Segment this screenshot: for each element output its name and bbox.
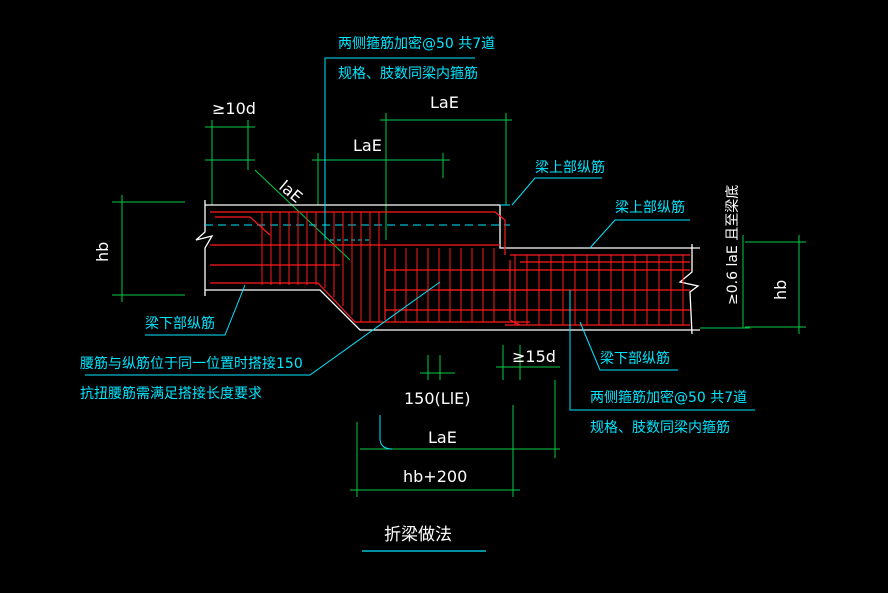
dim-lae-mid: LaE xyxy=(353,136,382,155)
dim-lap-150: 150(LlE) xyxy=(404,389,471,408)
note-stirrup-top-2: 规格、肢数同梁内箍筋 xyxy=(338,65,478,82)
beam-outline xyxy=(195,200,700,335)
dim-hb-left: hb xyxy=(93,242,112,262)
note-waist-bar-1: 腰筋与纵筋位于同一位置时搭接150 xyxy=(80,355,303,372)
dim-fifteen-d: ≥15d xyxy=(512,347,556,366)
note-stirrup-bottom-2: 规格、肢数同梁内箍筋 xyxy=(590,419,730,436)
dim-hb-200: hb+200 xyxy=(403,467,467,486)
note-side-0-6lae: ≥0.6 laE 且至梁底 xyxy=(725,185,741,305)
stirrups xyxy=(261,212,684,325)
leader-lines xyxy=(85,57,755,411)
note-beam-top-bar-2: 梁上部纵筋 xyxy=(615,199,685,216)
dim-lae-diag: laE xyxy=(275,177,306,207)
dim-hb-right: hb xyxy=(771,280,790,300)
dim-lae-top: LaE xyxy=(430,93,459,112)
center-lines xyxy=(205,204,510,241)
note-stirrup-top-1: 两侧箍筋加密@50 共7道 xyxy=(338,35,495,52)
diagram-title: 折梁做法 xyxy=(384,525,452,545)
dimension-lines xyxy=(112,113,806,497)
dim-ten-d: ≥10d xyxy=(212,99,256,118)
note-beam-bottom-bar-1: 梁下部纵筋 xyxy=(145,315,215,332)
note-beam-top-bar-1: 梁上部纵筋 xyxy=(535,159,605,176)
note-beam-bottom-bar-2: 梁下部纵筋 xyxy=(600,350,670,367)
note-waist-bar-2: 抗扭腰筋需满足搭接长度要求 xyxy=(80,385,262,402)
note-stirrup-bottom-1: 两侧箍筋加密@50 共7道 xyxy=(590,389,747,406)
lap-leader-curve xyxy=(379,415,393,450)
dim-lae-bottom: LaE xyxy=(428,428,457,447)
